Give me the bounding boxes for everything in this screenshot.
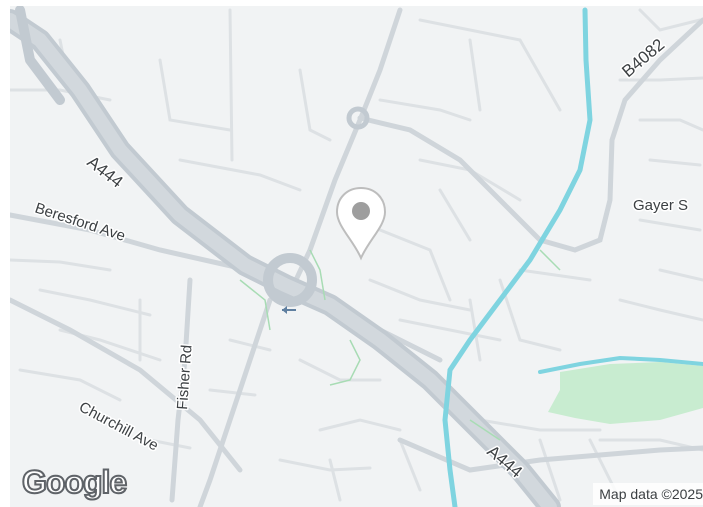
- road-label-gayer: Gayer S: [633, 197, 688, 214]
- footpaths: [239, 249, 561, 441]
- map-top-border: [0, 0, 703, 6]
- stream: [538, 355, 703, 374]
- roundabout-north: [346, 106, 370, 130]
- a444-road: [0, 5, 561, 507]
- road-label-churchill-ave: Churchill Ave: [76, 399, 161, 455]
- map-attribution[interactable]: Map data ©2025: [593, 483, 703, 505]
- map-left-border: [0, 0, 10, 507]
- road-label-fisher-rd: Fisher Rd: [174, 344, 195, 410]
- google-logo[interactable]: Google: [21, 463, 128, 501]
- roundabout-south: [263, 253, 317, 307]
- one-way-arrow-icon: [282, 306, 296, 314]
- canal: [442, 7, 593, 507]
- minor-streets: [8, 8, 703, 502]
- park-area: [548, 362, 703, 424]
- location-pin-icon[interactable]: [335, 186, 387, 261]
